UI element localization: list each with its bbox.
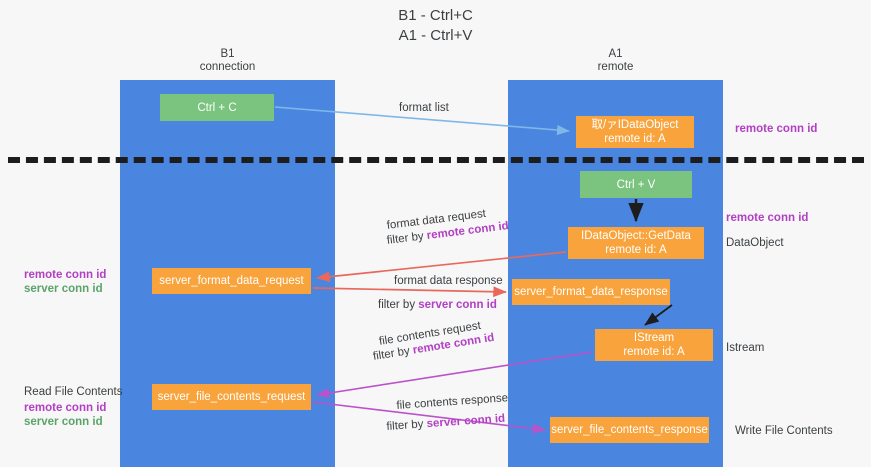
box-server-file-contents-response-label: server_file_contents_response: [551, 424, 708, 436]
label-format-list: format list: [399, 102, 449, 114]
title-line-2: A1 - Ctrl+V: [398, 27, 473, 44]
label-format-data-response: format data response: [394, 275, 503, 287]
box-idataobject-line2: remote id: A: [604, 133, 666, 145]
side-label-remote-conn-id-mid: remote conn id: [726, 212, 809, 224]
title-line-1: B1 - Ctrl+C: [398, 7, 473, 24]
box-idataobject-line1: 取/ァIDataObject: [591, 119, 679, 131]
box-idataobject[interactable]: 取/ァIDataObject remote id: A: [576, 116, 694, 148]
box-ctrl-c-label: Ctrl + C: [197, 101, 237, 114]
label-fcresp-filter-prefix: filter by: [386, 418, 428, 433]
box-ctrl-c[interactable]: Ctrl + C: [160, 94, 274, 121]
side-label-remote-conn-id-top: remote conn id: [735, 123, 818, 135]
label-file-contents-response: file contents response: [396, 392, 509, 412]
box-istream-line1: IStream: [633, 332, 675, 344]
side-label-write-file-contents: Write File Contents: [735, 425, 833, 437]
box-getdata-label: IDataObject::GetData remote id: A: [581, 229, 691, 257]
box-server-format-data-request[interactable]: server_format_data_request: [152, 268, 311, 294]
lane-header-b1-role: connection: [199, 61, 256, 73]
side-label-read-file-contents: Read File Contents: [24, 386, 123, 398]
box-istream-label: IStream remote id: A: [623, 331, 684, 359]
phase-divider: [8, 157, 864, 163]
side-label-left-remote-conn-id-bottom: remote conn id: [24, 402, 107, 414]
box-server-file-contents-request[interactable]: server_file_contents_request: [152, 384, 311, 410]
label-fdresp-filter-prefix: filter by: [378, 299, 419, 311]
box-idataobject-label: 取/ァIDataObject remote id: A: [592, 118, 679, 146]
box-getdata-line1: IDataObject::GetData: [581, 230, 691, 242]
label-fcresp-filter-key: server conn id: [426, 412, 506, 431]
diagram-title: B1 - Ctrl+C A1 - Ctrl+V: [0, 6, 871, 46]
lane-header-b1-name: B1: [220, 48, 235, 60]
label-fcreq-filter-prefix: filter by: [372, 344, 414, 363]
box-ctrl-v[interactable]: Ctrl + V: [580, 171, 692, 198]
box-server-format-data-request-label: server_format_data_request: [159, 275, 304, 287]
box-istream-line2: remote id: A: [623, 346, 685, 358]
box-istream[interactable]: IStream remote id: A: [595, 329, 713, 361]
lane-header-a1-name: A1: [608, 48, 623, 60]
box-server-file-contents-response[interactable]: server_file_contents_response: [550, 417, 709, 443]
arrow-format-data-response: [312, 286, 507, 298]
label-fdresp-filter-key: server conn id: [418, 299, 497, 311]
box-server-format-data-response[interactable]: server_format_data_response: [512, 279, 670, 305]
side-label-left-server-conn-id-bottom: server conn id: [24, 416, 103, 428]
box-server-file-contents-request-label: server_file_contents_request: [157, 391, 306, 403]
lane-header-a1: A1 remote: [508, 48, 723, 74]
side-label-left-server-conn-id-mid: server conn id: [24, 283, 103, 295]
side-label-left-remote-conn-id-mid: remote conn id: [24, 269, 107, 281]
side-label-dataobject: DataObject: [726, 237, 784, 249]
label-format-data-response-filter: filter by server conn id: [378, 298, 497, 312]
lane-header-b1: B1 connection: [120, 48, 335, 74]
box-getdata-line2: remote id: A: [605, 244, 667, 256]
lane-header-a1-role: remote: [597, 61, 634, 73]
box-idataobject-getdata[interactable]: IDataObject::GetData remote id: A: [568, 227, 704, 259]
label-file-contents-response-filter: filter by server conn id: [386, 412, 506, 434]
box-server-format-data-response-label: server_format_data_response: [514, 286, 668, 298]
side-label-istream: Istream: [726, 342, 765, 354]
label-fdreq-filter-prefix: filter by: [386, 230, 428, 247]
box-ctrl-v-label: Ctrl + V: [616, 178, 656, 191]
